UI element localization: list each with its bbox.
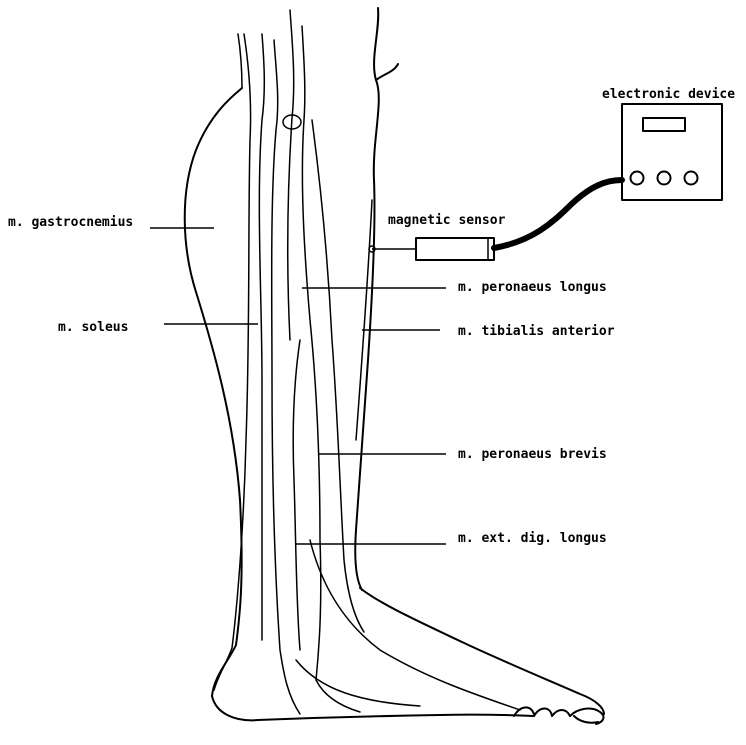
tendon-line-2 — [259, 34, 264, 640]
label-gastrocnemius: m. gastrocnemius — [8, 215, 133, 230]
tendon-line-1 — [214, 34, 251, 690]
tendon-line-8 — [310, 540, 520, 710]
label-tibialis-anterior: m. tibialis anterior — [458, 324, 615, 339]
tendon-line-7 — [293, 340, 300, 650]
label-peronaeus-longus: m. peronaeus longus — [458, 280, 607, 295]
label-electronic-device: electronic device — [602, 87, 735, 102]
calf-back-outline — [185, 88, 242, 696]
shin-front-outline — [355, 8, 379, 590]
tendon-line-5 — [302, 26, 360, 712]
foot-top-outline — [360, 588, 604, 714]
sensor-body — [416, 238, 494, 260]
tendon-line-9 — [296, 660, 420, 706]
leader-lines — [150, 228, 446, 544]
label-magnetic-sensor: magnetic sensor — [388, 213, 506, 228]
device-knob-1 — [631, 172, 644, 185]
tendon-line-4 — [288, 10, 294, 340]
device-display — [643, 118, 685, 131]
label-soleus: m. soleus — [58, 320, 128, 335]
knee-outline — [376, 64, 398, 80]
magnetic-sensor — [369, 238, 494, 260]
sensor-cable — [494, 180, 622, 248]
electronic-device — [622, 104, 722, 200]
label-peronaeus-brevis: m. peronaeus brevis — [458, 447, 607, 462]
upper-thigh-line — [238, 34, 242, 88]
label-ext-dig-longus: m. ext. dig. longus — [458, 531, 607, 546]
device-knob-3 — [685, 172, 698, 185]
device-knob-2 — [658, 172, 671, 185]
